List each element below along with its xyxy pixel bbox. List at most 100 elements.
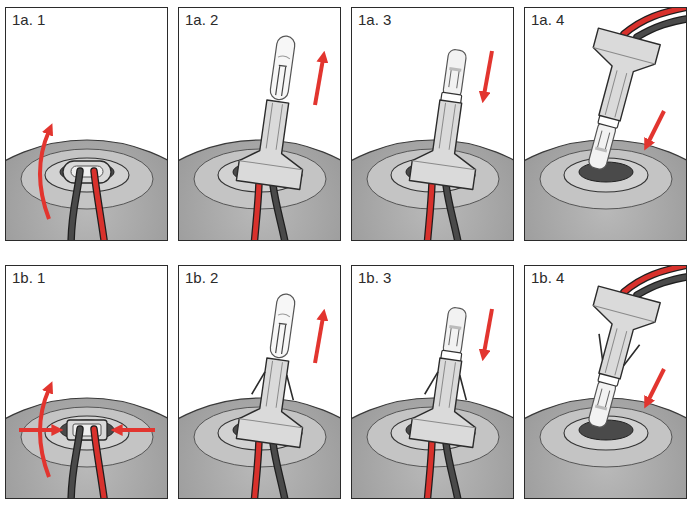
motion-arrow (19, 428, 55, 432)
panel-content (178, 290, 341, 499)
wire (94, 429, 105, 499)
panel-content (178, 32, 341, 241)
socket-hole (60, 420, 114, 440)
bulb-holder (409, 46, 491, 190)
wire-outline (446, 443, 459, 499)
motion-arrow (315, 317, 323, 363)
holder-detail (577, 47, 655, 123)
panel-content (351, 46, 514, 241)
socket-collar (45, 416, 129, 450)
holder-clip (593, 334, 640, 368)
wire-outline (624, 265, 687, 292)
step-illustration (434, 263, 692, 507)
wire (71, 429, 80, 499)
wire-outline (254, 441, 259, 499)
panel-content (524, 265, 687, 499)
wedge-bulb (442, 49, 467, 99)
step-number: 1b. 3 (356, 269, 393, 287)
motion-arrow (315, 59, 323, 105)
step-panel: 1b. 2 (178, 265, 341, 499)
holder-detail (577, 305, 655, 381)
wire (624, 265, 687, 292)
filament (275, 65, 287, 96)
holder-clip (425, 370, 470, 400)
filament (597, 389, 609, 408)
step-number: 1b. 1 (10, 269, 47, 287)
glass-bulb (269, 35, 296, 101)
wire-outline (446, 185, 459, 241)
filament (449, 327, 459, 346)
socket-collar (45, 158, 129, 192)
step-panel: 1a. 1 (5, 7, 168, 241)
motion-arrow (484, 309, 492, 353)
wire (254, 183, 259, 241)
socket-cap (67, 420, 107, 440)
filament (449, 69, 459, 88)
bulb-holder (236, 290, 320, 447)
bulb-holder (563, 28, 660, 176)
holder-detail (239, 357, 311, 427)
holder-body (236, 355, 311, 447)
step-number: 1a. 2 (183, 11, 220, 29)
holder-body (409, 355, 484, 447)
step-panel: 1b. 4 (524, 265, 687, 499)
wire (624, 7, 687, 34)
logo-band (449, 67, 461, 72)
step-panel: 1b. 1 (5, 265, 168, 499)
panel-content (5, 389, 168, 499)
wire (71, 171, 80, 241)
step-panel: 1a. 2 (178, 7, 341, 241)
socket-hole (60, 162, 114, 182)
socket-cap (63, 161, 111, 183)
wire (273, 185, 286, 241)
holder-body (577, 28, 661, 126)
holder-detail (239, 99, 311, 169)
step-number: 1a. 4 (529, 11, 566, 29)
step-number: 1a. 3 (356, 11, 393, 29)
motion-arrow (40, 131, 49, 219)
logo-band (449, 325, 461, 330)
lamp-dome (5, 140, 168, 241)
filament (597, 131, 609, 150)
wire (94, 171, 105, 241)
holder-body (236, 97, 311, 189)
step-panel: 1a. 4 (524, 7, 687, 241)
wire-outline (427, 183, 432, 241)
filament (275, 323, 287, 354)
motion-arrow (648, 111, 664, 143)
panel-content (524, 7, 687, 241)
wire-outline (71, 429, 80, 499)
motion-arrow (119, 428, 155, 432)
wedge-bulb (442, 307, 467, 357)
wire-outline (94, 429, 105, 499)
holder-body (409, 97, 484, 189)
holder-clip (252, 370, 297, 400)
holder-body (577, 286, 661, 384)
bulb-holder (563, 286, 660, 434)
panel-content (351, 304, 514, 499)
wire (427, 183, 432, 241)
logo-band (595, 404, 607, 410)
glass-highlight (278, 55, 290, 59)
wire (446, 185, 459, 241)
motion-arrow (484, 51, 492, 95)
wire-outline (273, 443, 286, 499)
holder-detail (412, 357, 484, 427)
wire (273, 443, 286, 499)
glass-highlight (278, 313, 290, 317)
logo-band (595, 146, 607, 152)
wire-outline (273, 185, 286, 241)
bulb-holder (236, 32, 320, 189)
step-number: 1a. 1 (10, 11, 47, 29)
wire (427, 441, 432, 499)
lamp-dome (5, 398, 168, 499)
step-number: 1b. 4 (529, 269, 566, 287)
wire-outline (624, 7, 687, 34)
wire-outline (254, 183, 259, 241)
wire-outline (94, 171, 105, 241)
glass-bulb (269, 293, 296, 359)
holder-detail (412, 99, 484, 169)
wire (254, 441, 259, 499)
